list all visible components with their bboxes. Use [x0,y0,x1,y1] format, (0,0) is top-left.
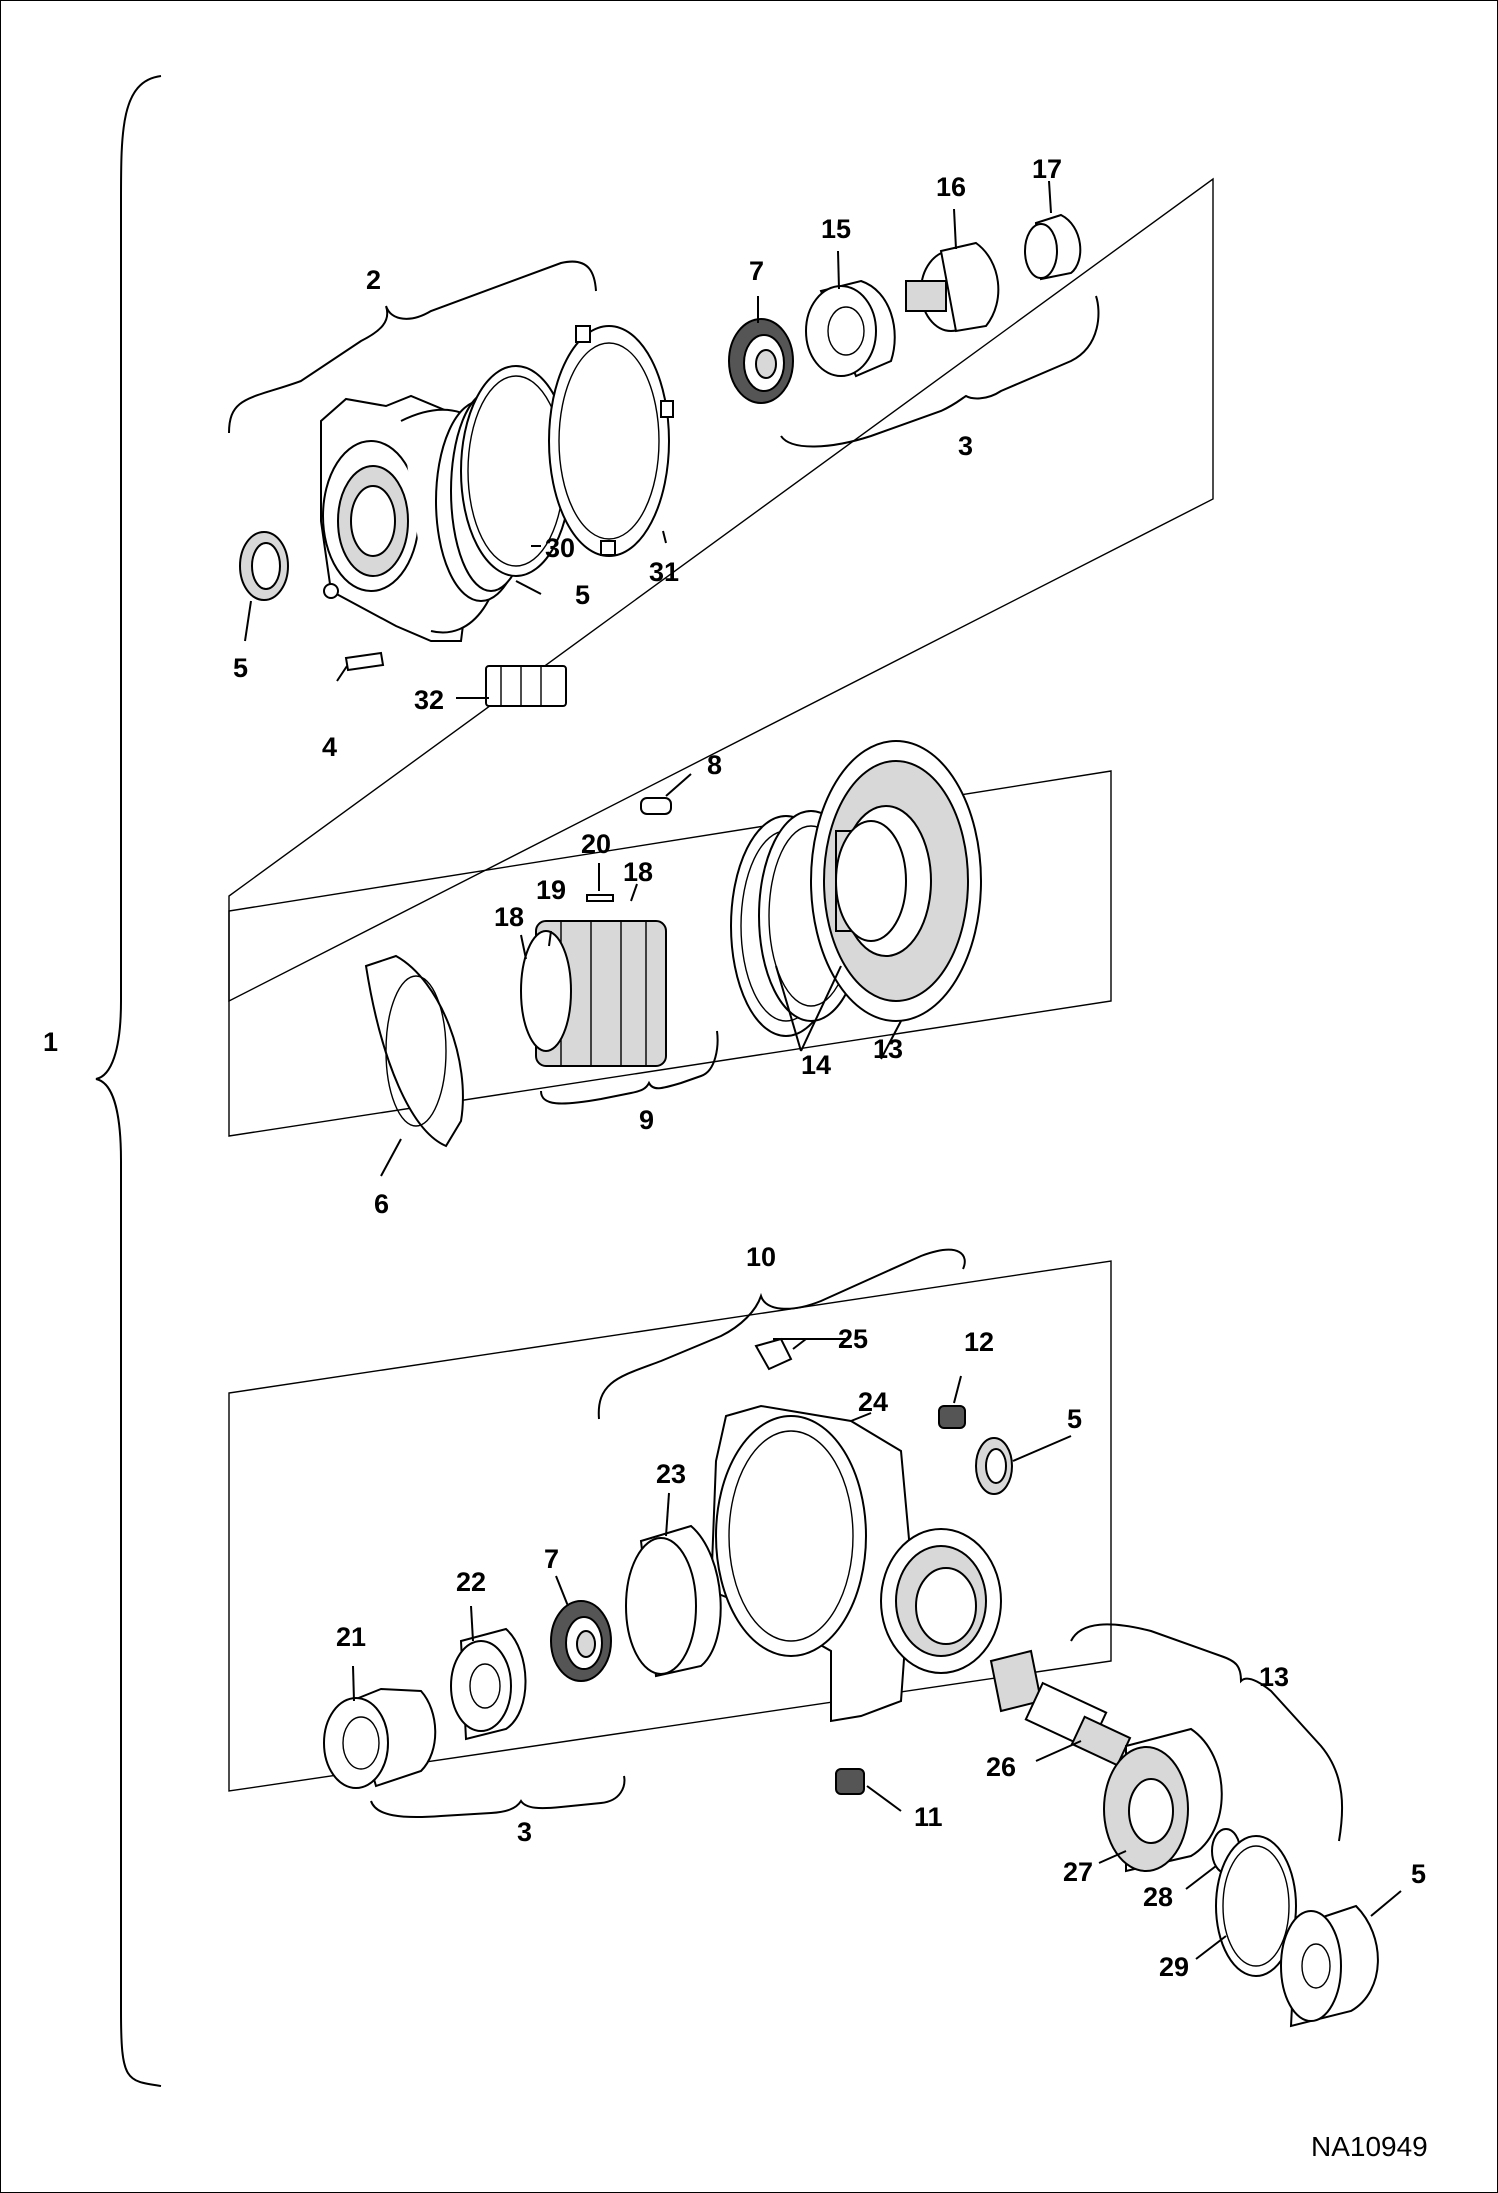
gear-housing-24 [709,1404,1002,1723]
callout-2: 2 [366,265,381,295]
washer-small [323,583,339,599]
callout-22: 22 [456,1567,486,1597]
callout-8: 8 [707,750,722,780]
callout-10: 10 [746,1242,776,1272]
callout-31: 31 [649,557,679,587]
bottom-leaders [352,1338,1402,1960]
callout-14: 14 [801,1050,831,1080]
bearing-7-top [728,318,794,404]
callout-28: 28 [1143,1882,1173,1912]
ring-31 [548,325,674,557]
callout-15: 15 [821,214,851,244]
shaft-26 [989,1649,1132,1767]
seal-bottom-right [1280,1904,1379,2028]
bearing-27 [1103,1727,1223,1873]
callout-6: 6 [374,1189,389,1219]
sleeve-17 [1024,213,1082,281]
callout-26: 26 [986,1752,1016,1782]
group-10-brace [597,1248,966,1420]
callout-5-d: 5 [1411,1859,1426,1889]
top-leaders [244,180,1052,699]
bearing-7-bottom [550,1600,612,1682]
callout-7-top: 7 [749,256,764,286]
connector-32 [485,665,567,707]
callout-12: 12 [964,1327,994,1357]
callout-30: 30 [545,533,575,563]
callout-19: 19 [536,875,566,905]
callout-23: 23 [656,1459,686,1489]
sleeve-23 [625,1524,722,1678]
screw-4 [344,651,385,672]
middle-section-panel [228,770,1112,1137]
callout-5-c: 5 [1067,1404,1082,1434]
callout-24: 24 [858,1387,888,1417]
callout-20: 20 [581,829,611,859]
callout-29: 29 [1159,1952,1189,1982]
callout-21: 21 [336,1622,366,1652]
middle-leaders [380,773,902,1177]
callout-27: 27 [1063,1857,1093,1887]
callout-3-top: 3 [958,431,973,461]
callout-13-mid: 13 [873,1034,903,1064]
pin-8 [640,797,672,815]
retaining-ring-29 [1215,1835,1297,1977]
bearing-race-22 [450,1627,527,1741]
callout-1: 1 [43,1027,58,1057]
group-13-bottom-brace [1070,1623,1344,1842]
shaft-21 [323,1687,437,1789]
group-3-bottom-brace [370,1775,626,1819]
assembly-brace [95,75,162,2087]
callout-3-bottom: 3 [517,1817,532,1847]
callout-9: 9 [639,1105,654,1135]
callout-11: 11 [914,1802,943,1832]
drawing-reference-code: NA10949 [1311,2131,1428,2162]
key-20 [586,894,614,902]
group-9-brace [540,1030,719,1105]
group-2-brace [228,260,597,434]
bottom-section-panel [228,1260,1112,1792]
plug-11 [835,1768,865,1795]
bearing-race-15 [805,279,896,378]
callout-18-a: 18 [623,857,653,887]
callout-5-a: 5 [233,653,248,683]
callout-25: 25 [838,1324,868,1354]
gear-assembly-13 [810,740,982,1022]
shaft-16 [905,241,1000,333]
callout-labels: 1 2 3 4 5 5 7 15 16 17 30 31 32 8 20 19 … [43,154,1426,1982]
callout-32: 32 [414,685,444,715]
callout-16: 16 [936,172,966,202]
fitting-25 [754,1337,793,1371]
rotor-group-9 [520,920,667,1067]
plug-12 [938,1405,966,1429]
plate-6 [364,954,464,1148]
callout-18-b: 18 [494,902,524,932]
callout-4: 4 [322,732,337,762]
callout-13-bottom: 13 [1259,1662,1289,1692]
callout-7-bottom: 7 [544,1544,559,1574]
group-3-top-brace [780,295,1100,448]
callout-5-b: 5 [575,580,590,610]
callout-17: 17 [1032,154,1062,184]
